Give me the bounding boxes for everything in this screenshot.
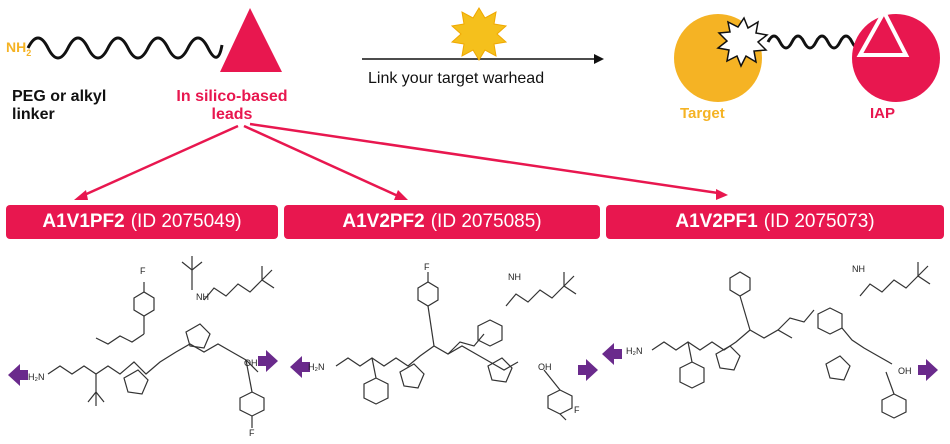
atom-f-1b: F xyxy=(249,428,255,438)
atom-oh-1: OH xyxy=(244,358,258,368)
exit-arrow-right-3 xyxy=(918,359,938,381)
structure-1 xyxy=(47,256,275,428)
atom-oh-3: OH xyxy=(898,366,912,376)
atom-nh-2: NH xyxy=(508,272,521,282)
atom-f-2a: F xyxy=(424,262,430,272)
exit-arrow-left-3 xyxy=(602,343,622,365)
linker-label: PEG or alkyl linker xyxy=(12,88,106,123)
compound-name-2: A1V2PF2 xyxy=(342,211,425,232)
compound-name-1: A1V1PF2 xyxy=(42,211,125,232)
structure-2 xyxy=(335,272,577,421)
atom-nh-3: NH xyxy=(852,264,865,274)
iap-ligand-triangle-icon xyxy=(856,7,910,57)
exit-arrow-right-1 xyxy=(258,350,278,372)
compound-id-3: (ID 2075073) xyxy=(763,211,875,232)
leads-label: In silico-based leads xyxy=(172,88,292,123)
structure-3 xyxy=(651,262,931,419)
linker-wave xyxy=(26,36,224,60)
conjugate-linker-wave xyxy=(766,34,864,50)
nh2-label: NH2 xyxy=(6,39,32,58)
atom-h2n-2: H₂N xyxy=(308,362,325,372)
atom-h2n-1: H₂N xyxy=(28,372,45,382)
link-arrowhead xyxy=(594,54,604,64)
iap-label: IAP xyxy=(870,105,896,122)
linker-label-line-1: PEG or alkyl xyxy=(12,88,107,105)
lead-arrows xyxy=(74,122,728,200)
compound-banner-1: A1V1PF2 (ID 2075049) xyxy=(6,205,278,239)
compound-id-2: (ID 2075085) xyxy=(430,211,542,232)
link-warhead-label: Link your target warhead xyxy=(368,70,545,87)
lead-triangle-icon xyxy=(220,8,282,72)
atom-nh-1: NH xyxy=(196,292,209,302)
compound-banner-2: A1V2PF2 (ID 2075085) xyxy=(284,205,600,239)
leads-label-line-2: leads xyxy=(211,105,253,123)
atom-f-2b: F xyxy=(574,405,580,415)
target-label: Target xyxy=(680,105,725,122)
exit-arrow-left-2 xyxy=(290,356,310,378)
atom-f-1a: F xyxy=(140,266,146,276)
exit-arrow-left-1 xyxy=(8,364,28,386)
linker-label-line-2: linker xyxy=(12,105,55,123)
warhead-burst-icon xyxy=(450,7,508,61)
atom-h2n-3: H₂N xyxy=(626,346,643,356)
exit-vector-arrows xyxy=(8,343,938,386)
leads-label-line-1: In silico-based xyxy=(176,88,288,105)
compound-banner-3: A1V2PF1 (ID 2075073) xyxy=(606,205,944,239)
exit-arrow-right-2 xyxy=(578,359,598,381)
iap-circle-icon xyxy=(852,14,940,102)
atom-oh-2: OH xyxy=(538,362,552,372)
compound-name-3: A1V2PF1 xyxy=(675,211,758,232)
target-burst-icon xyxy=(716,16,769,68)
compound-id-1: (ID 2075049) xyxy=(130,211,242,232)
